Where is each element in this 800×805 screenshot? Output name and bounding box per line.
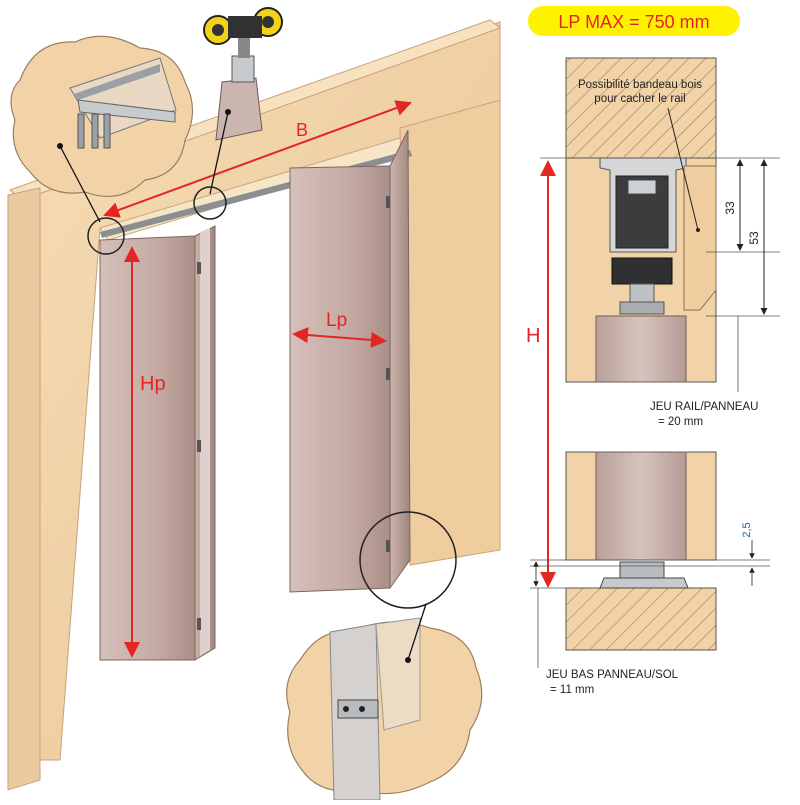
label-h: H [526,325,540,347]
note-bandeau-line2: pour cacher le rail [594,93,685,105]
dimension-hp: Hp [124,246,166,658]
dimension-lp: Lp [292,310,387,348]
dimension-b: B [103,100,412,218]
detail-bubble-hinge [286,603,483,801]
lp-max-badge: LP MAX = 750 mm [528,6,740,36]
right-door-panels [289,129,411,593]
note-jeu-rail-line2: = 20 mm [658,416,703,428]
lp-max-text: LP MAX = 750 mm [558,12,709,32]
note-bandeau-line1: Possibilité bandeau bois [578,79,702,91]
dim-2-5: 2,5 [741,522,753,537]
left-door-panels [99,225,216,661]
label-hp: Hp [140,373,166,395]
rail-dimensions: 33 53 [540,157,780,317]
label-b: B [296,120,308,140]
note-jeu-bas-line2: = 11 mm [550,684,594,696]
dimension-h: H [526,160,556,588]
note-jeu-rail: JEU RAIL/PANNEAU = 20 mm [650,316,758,428]
note-jeu-bas: JEU BAS PANNEAU/SOL = 11 mm [537,588,679,696]
floor-section: 2,5 [530,451,770,651]
callout-circle-left [87,217,125,255]
dim-33: 33 [723,201,737,215]
callout-circle-bottom [359,511,457,609]
detail-bubble-rail-bracket [10,35,194,223]
callout-circle-top [193,186,227,220]
note-jeu-bas-line1: JEU BAS PANNEAU/SOL [546,669,679,681]
note-jeu-rail-line1: JEU RAIL/PANNEAU [650,401,758,413]
dim-53: 53 [747,231,761,245]
trolley-detail [203,7,283,195]
rail-section: Possibilité bandeau bois pour cacher le … [565,57,717,383]
label-lp: Lp [326,310,347,331]
